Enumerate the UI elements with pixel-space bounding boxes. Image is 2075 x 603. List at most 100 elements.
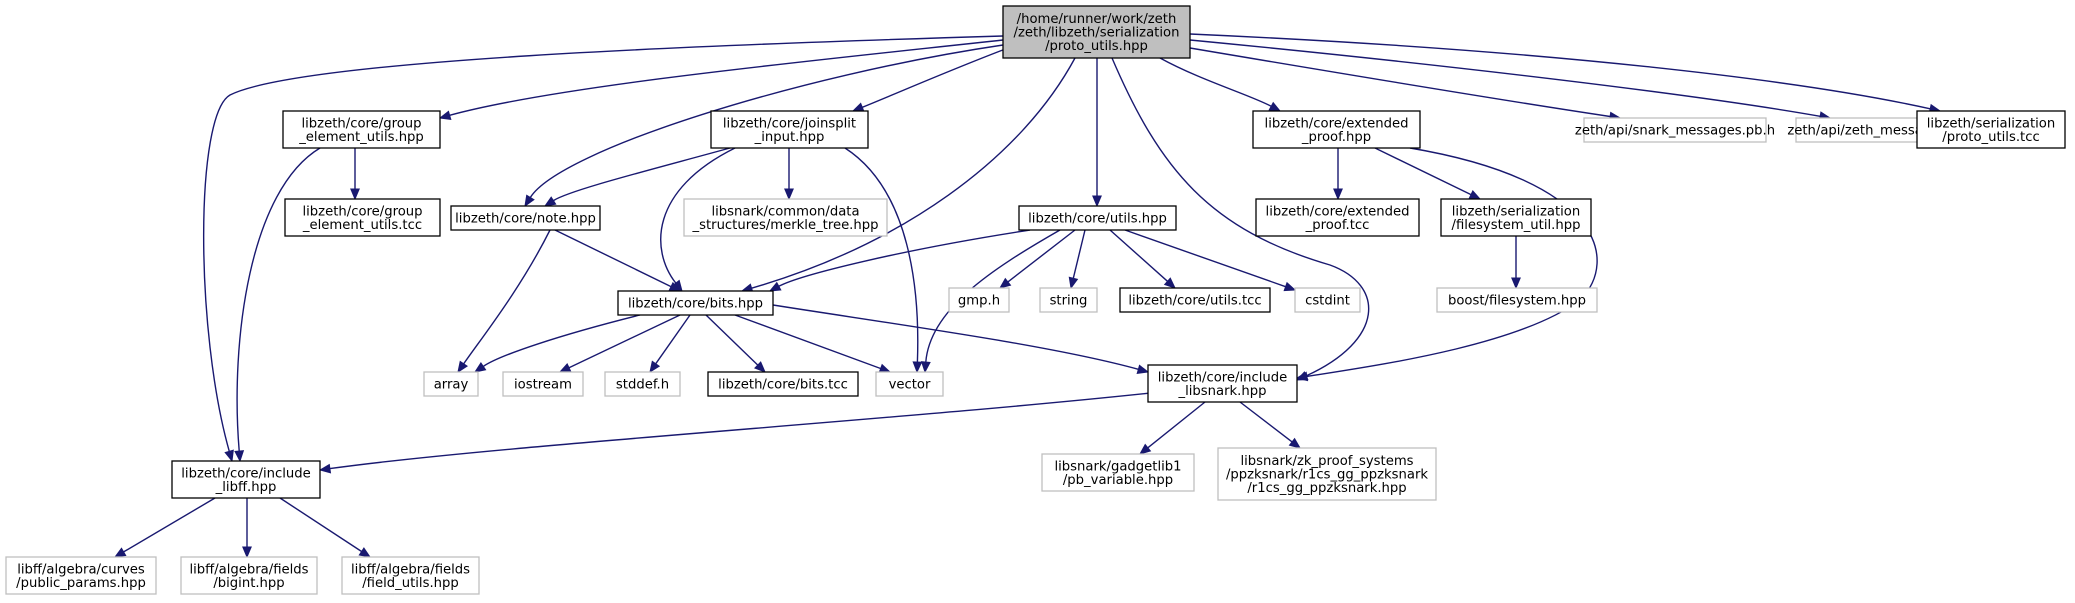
node-box — [171, 460, 321, 499]
edge-root-to-extended_proof_hpp — [1159, 57, 1282, 112]
node-label-line: libff/algebra/fields — [189, 562, 308, 577]
node-label-line: /public_params.hpp — [16, 576, 146, 591]
node-proto-utils-tcc[interactable]: libzeth/serialization/proto_utils.tcc — [1916, 110, 2066, 149]
node-filesystem-util-hpp[interactable]: libzeth/serialization/filesystem_util.hp… — [1440, 198, 1592, 237]
node-boost-filesystem: boost/filesystem.hpp — [1436, 287, 1598, 313]
edge-note_hpp-to-array — [457, 229, 551, 374]
node-box — [284, 198, 441, 237]
node-extended-proof-hpp[interactable]: libzeth/core/extended_proof.hpp — [1252, 110, 1421, 149]
node-label-line: libzeth/core/include — [181, 466, 311, 481]
edge-root-to-include_libff_hpp — [202, 35, 1004, 463]
arrowhead — [784, 188, 794, 201]
arrowhead — [318, 463, 332, 474]
edge-joinsplit_input_hpp-to-merkle_tree_hpp — [784, 148, 794, 201]
node-label-line: libzeth/core/bits.hpp — [628, 297, 763, 312]
node-label-line: libzeth/core/include — [1158, 370, 1288, 385]
node-note-hpp[interactable]: libzeth/core/note.hpp — [450, 205, 601, 231]
node-label-line: /pb_variable.hpp — [1063, 473, 1173, 488]
arrowhead — [524, 194, 535, 208]
node-utils-tcc[interactable]: libzeth/core/utils.tcc — [1119, 287, 1271, 313]
node-label-line: libzeth/core/extended — [1266, 204, 1410, 219]
arrowhead — [350, 188, 360, 201]
edge-root-to-proto_utils_tcc — [1189, 33, 1942, 114]
node-array: array — [423, 371, 479, 397]
node-label-line: libzeth/serialization — [1452, 204, 1580, 219]
arrowhead — [1288, 437, 1302, 449]
node-label-line: /bigint.hpp — [213, 576, 284, 591]
node-label-line: libzeth/core/bits.tcc — [718, 378, 848, 393]
arrowhead — [558, 363, 572, 373]
node-joinsplit-input-hpp[interactable]: libzeth/core/joinsplit_input.hpp — [710, 110, 869, 149]
edge-root-to-zeth_messages_pb — [1189, 39, 1832, 122]
node-root[interactable]: /home/runner/work/zeth/zeth/libzeth/seri… — [1002, 5, 1191, 59]
node-pb-variable-hpp: libsnark/gadgetlib1/pb_variable.hpp — [1041, 453, 1195, 492]
node-label-line: stddef.h — [616, 378, 669, 393]
arrowhead — [438, 110, 452, 120]
node-bits-hpp[interactable]: libzeth/core/bits.hpp — [617, 290, 774, 316]
edge-utils_hpp-to-cstdint — [1124, 229, 1297, 292]
node-utils-hpp[interactable]: libzeth/core/utils.hpp — [1018, 205, 1177, 231]
arrowhead — [878, 363, 892, 374]
node-string: string — [1039, 287, 1098, 313]
node-label-line: _structures/merkle_tree.hpp — [692, 218, 879, 233]
node-label-line: libsnark/common/data — [711, 204, 859, 219]
node-group-element-utils-tcc[interactable]: libzeth/core/group_element_utils.tcc — [284, 198, 441, 237]
node-include-libff-hpp[interactable]: libzeth/core/include_libff.hpp — [171, 460, 321, 499]
arrowhead — [912, 361, 923, 374]
node-box — [1583, 117, 1767, 143]
edge-include_libff_hpp-to-public_params_hpp — [113, 497, 216, 558]
node-group-element-utils-hpp[interactable]: libzeth/core/group_element_utils.hpp — [282, 110, 441, 149]
edge-root-to-utils_hpp — [1092, 58, 1102, 208]
edge-utils_hpp-to-gmp_h — [998, 229, 1076, 289]
node-r1cs-gg-ppzksnark-hpp: libsnark/zk_proof_systems/ppzksnark/r1cs… — [1217, 447, 1437, 501]
node-label-line: _libsnark.hpp — [1178, 384, 1267, 399]
arrowhead — [113, 547, 127, 558]
arrowhead — [234, 450, 245, 463]
node-box — [1294, 287, 1361, 313]
node-box — [604, 371, 681, 397]
nodes: /home/runner/work/zeth/zeth/libzeth/seri… — [5, 5, 2066, 595]
node-box — [1002, 5, 1191, 59]
node-box — [423, 371, 479, 397]
node-box — [875, 371, 944, 397]
node-snark-messages-pb: zeth/api/snark_messages.pb.h — [1575, 117, 1775, 143]
edge-utils_hpp-to-string — [1068, 229, 1086, 290]
node-box — [502, 371, 584, 397]
edge-include_libsnark_hpp-to-include_libff_hpp — [318, 391, 1161, 474]
edge-include_libsnark_hpp-to-pb_variable_hpp — [1138, 401, 1206, 455]
node-extended-proof-tcc[interactable]: libzeth/core/extended_proof.tcc — [1255, 198, 1420, 237]
node-bits-tcc[interactable]: libzeth/core/bits.tcc — [707, 371, 859, 397]
node-label-line: libzeth/core/group — [302, 204, 422, 219]
node-stddef-h: stddef.h — [604, 371, 681, 397]
node-box — [1440, 198, 1592, 237]
node-label-line: libff/algebra/fields — [351, 562, 470, 577]
node-label-line: /zeth/libzeth/serialization — [1014, 26, 1180, 41]
arrowhead — [224, 449, 234, 463]
node-box — [1018, 205, 1177, 231]
node-iostream: iostream — [502, 371, 584, 397]
arrowhead — [1138, 443, 1152, 455]
node-label-line: _input.hpp — [754, 130, 825, 145]
node-label-line: cstdint — [1305, 294, 1350, 309]
arrowhead — [998, 277, 1012, 289]
edge-bits_hpp-to-stddef_h — [649, 314, 691, 374]
node-label-line: libzeth/core/utils.tcc — [1128, 294, 1261, 309]
arrowhead — [1163, 277, 1176, 289]
node-box — [710, 110, 869, 149]
node-box — [1916, 110, 2066, 149]
node-label-line: _proof.tcc — [1305, 218, 1370, 233]
arrowhead — [543, 196, 557, 207]
node-label-line: /ppzksnark/r1cs_gg_ppzksnark — [1226, 468, 1428, 483]
arrowhead — [768, 281, 782, 292]
node-label-line: _element_utils.tcc — [302, 218, 422, 233]
node-public-params-hpp: libff/algebra/curves/public_params.hpp — [5, 556, 157, 595]
node-include-libsnark-hpp[interactable]: libzeth/core/include_libsnark.hpp — [1147, 364, 1298, 403]
node-box — [948, 287, 1010, 313]
edge-include_libsnark_hpp-to-r1cs_gg_ppzksnark_hpp — [1239, 401, 1302, 449]
node-label-line: vector — [889, 378, 931, 393]
node-label-line: /field_utils.hpp — [362, 576, 459, 591]
arrowhead — [1092, 195, 1102, 208]
edge-root-to-note_hpp — [524, 44, 1004, 208]
edge-bits_hpp-to-array — [473, 314, 641, 373]
arrowhead — [1468, 190, 1482, 200]
